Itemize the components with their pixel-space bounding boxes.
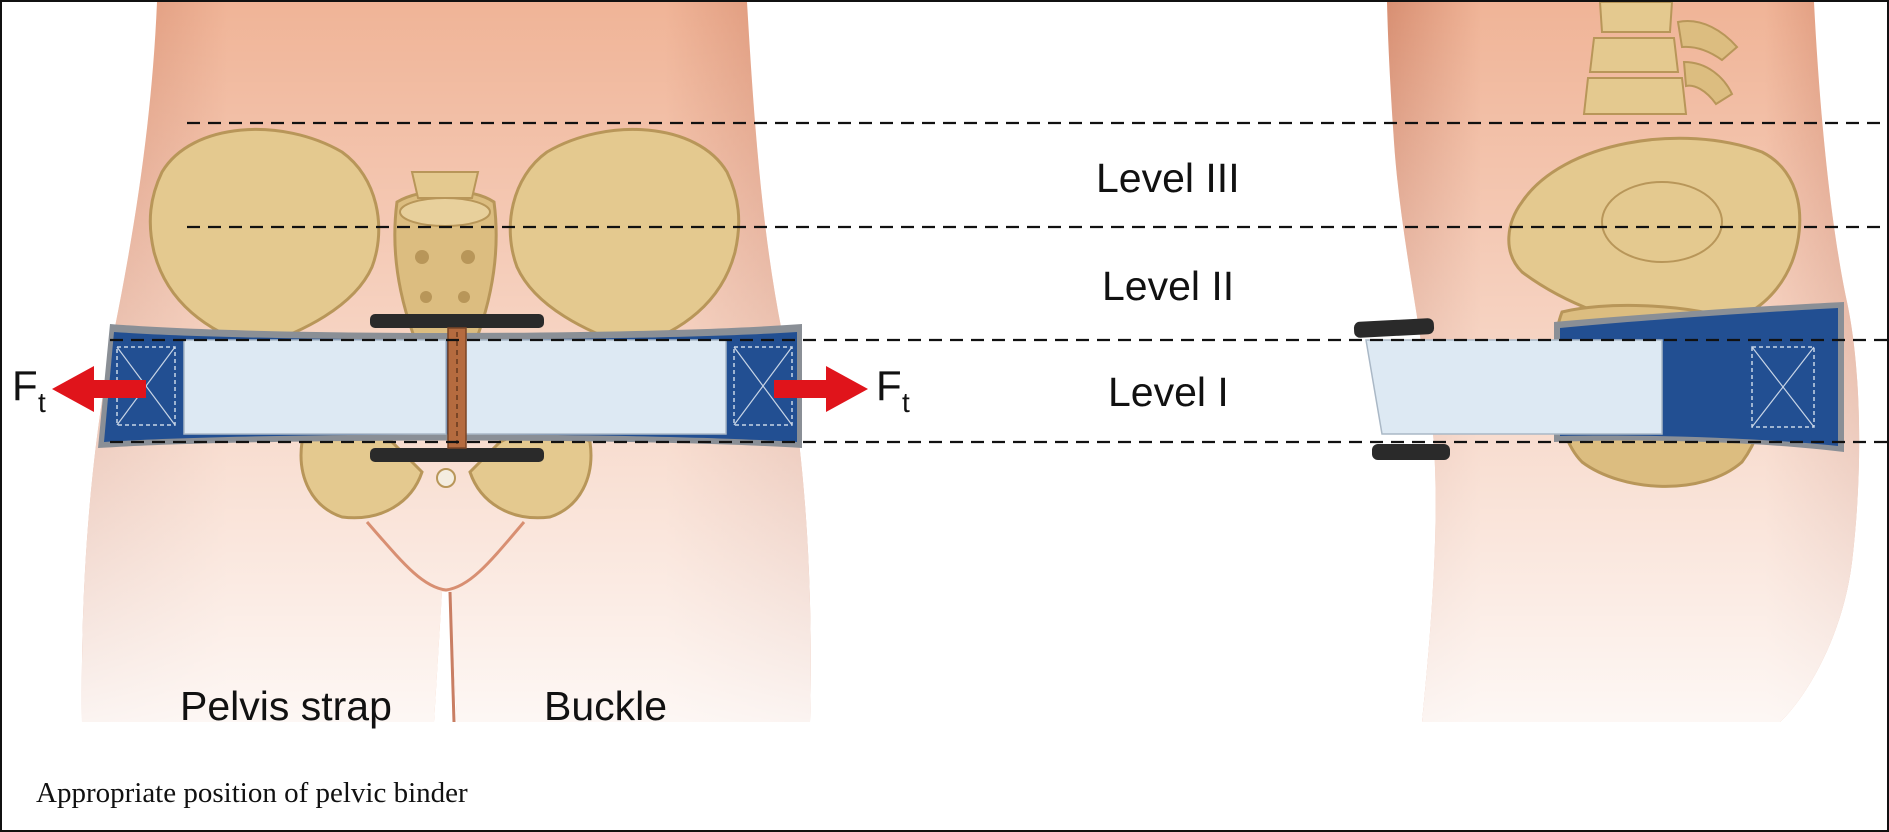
left-force-symbol: F [12,362,38,409]
buckle [370,314,544,462]
left-force-arrow [52,366,146,412]
right-force-subscript: t [902,387,910,418]
level-ii-label: Level II [1102,263,1234,309]
right-force-symbol: F [876,362,902,409]
side-buckle [1353,318,1450,460]
right-force-arrow [774,366,868,412]
front-pelvic-binder [98,324,802,448]
buckle-label: Buckle [544,683,667,729]
left-force-label: F t [12,362,46,418]
figure-caption: Appropriate position of pelvic binder [36,777,468,809]
level-lines [110,121,1887,444]
left-force-subscript: t [38,387,46,418]
right-force-label: F t [876,362,910,418]
level-i-label: Level I [1108,369,1229,415]
pelvis-strap-label: Pelvis strap [180,683,392,729]
level-iii-label: Level III [1096,155,1240,201]
